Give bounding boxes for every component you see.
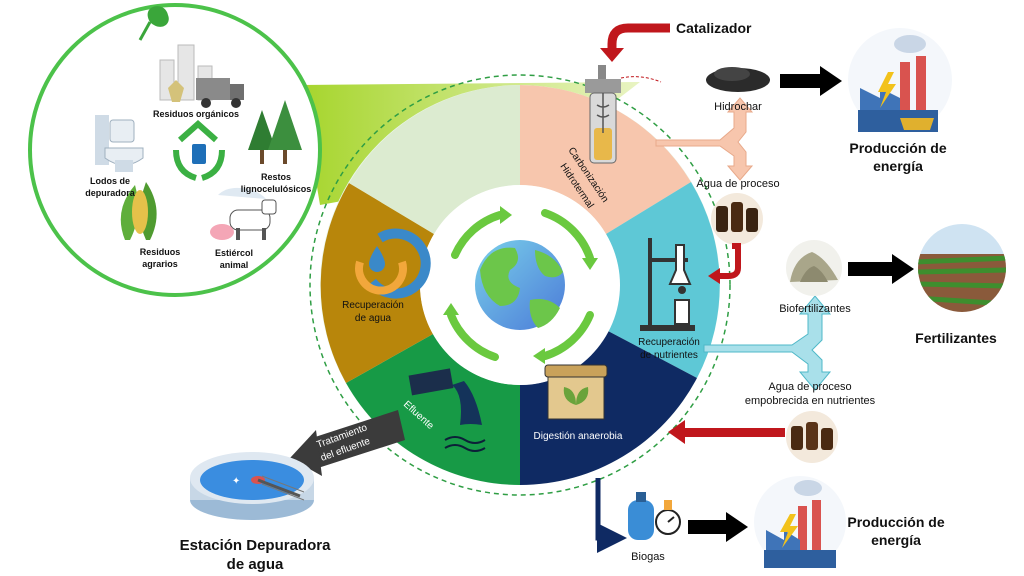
sludge-label-1: Lodos de — [90, 176, 130, 186]
catalyst-arrow — [607, 23, 670, 50]
depleted-water-label-1: Agua de proceso — [768, 381, 851, 393]
earth-icon — [475, 240, 565, 330]
digester-icon — [544, 364, 608, 420]
biofertilizer-icon — [786, 240, 842, 296]
reactor-icon — [585, 65, 662, 164]
hydrochar-energy-arrow-head-icon — [820, 66, 842, 96]
agro-label-1: Residuos — [140, 247, 181, 257]
leaf-stem-icon — [138, 21, 152, 41]
energy-top-label-2: energía — [873, 158, 923, 174]
energy-bottom-label-2: energía — [871, 532, 921, 548]
wwtp-icon: ✦ — [190, 452, 314, 520]
fertilizer-arrow-head-icon — [892, 254, 914, 284]
biogas-energy-arrow — [688, 520, 726, 534]
catalyst-arrow-head-icon — [600, 48, 624, 62]
lignocellulosic-label-2: lignocelulósicos — [241, 184, 312, 194]
depleted-water-bottles-icon — [786, 411, 838, 463]
nutrients-split-arrow — [703, 295, 832, 391]
fertilizer-arrow — [848, 262, 892, 276]
process-water-bottles-icon — [711, 193, 763, 245]
depleted-water-arrow-head-icon — [668, 420, 685, 444]
arrow-head-icon — [533, 348, 545, 364]
arrow-head-icon — [443, 303, 459, 315]
biogas-tank-icon — [628, 492, 681, 540]
factory-icon-bottom — [754, 476, 846, 568]
effluent-treatment-arrow — [312, 410, 405, 468]
biogas-energy-arrow-head-icon — [726, 512, 748, 542]
fertilizers-label: Fertilizantes — [915, 330, 997, 346]
hydrochar-label: Hidrochar — [714, 101, 762, 113]
wwtp-label-2: de agua — [227, 556, 284, 573]
anaerobic-sector — [520, 331, 697, 485]
nutrients-label-1: Recuperación — [638, 337, 700, 348]
recycle-icon — [173, 119, 225, 181]
effluent-pipe-icon — [408, 368, 486, 452]
manure-label-1: Estiércol — [215, 248, 253, 258]
livestock-icon — [210, 187, 277, 240]
process-water-return-arrow-head-icon — [708, 268, 720, 284]
process-water-label: Agua de proceso — [696, 178, 779, 190]
dashed-ring — [309, 74, 731, 496]
toilet-icon — [95, 115, 144, 172]
lab-stand-icon — [640, 238, 695, 331]
depleted-water-label-2: empobrecida en nutrientes — [745, 395, 876, 407]
catalyst-label: Catalizador — [676, 20, 752, 36]
corn-icon — [120, 182, 157, 240]
trees-icon — [248, 100, 302, 164]
cycle-arrows-icon — [447, 209, 594, 361]
energy-top-label-1: Producción de — [849, 140, 946, 156]
process-water-return-arrow — [718, 243, 741, 279]
biofertilizers-label: Biofertilizantes — [779, 303, 851, 315]
hydrochar-icon — [706, 67, 770, 92]
arrow-head-icon — [500, 206, 512, 224]
biogas-arrow — [595, 478, 627, 553]
svg-text:✦: ✦ — [232, 476, 240, 487]
effluent-treatment-arrow-head-icon — [290, 430, 322, 476]
leaf-icon — [147, 6, 169, 27]
sludge-label-2: depuradora — [85, 188, 136, 198]
feedstock-circle: Residuos orgánicos Lodos de depuradora R… — [28, 3, 322, 297]
cycle-ring: Carbonización Hidrotermal Recuperación d… — [309, 65, 731, 496]
depleted-water-arrow — [685, 428, 785, 437]
lignocellulosic-label-1: Restos — [261, 172, 291, 182]
water-label-2: de agua — [355, 313, 392, 324]
biogas-label: Biogas — [631, 551, 665, 563]
arrow-head-icon — [582, 258, 598, 270]
water-recovery-icon — [355, 228, 431, 299]
effluent-sector — [346, 334, 520, 485]
anaerobic-label: Digestión anaerobia — [534, 431, 623, 442]
organic-waste-label: Residuos orgánicos — [153, 109, 239, 119]
wedge-sector — [349, 85, 520, 234]
hydrochar-energy-arrow — [780, 74, 820, 88]
factory-icon-top — [848, 28, 952, 132]
garbage-truck-icon — [159, 44, 244, 108]
htc-split-arrow — [655, 97, 754, 181]
nutrients-label-2: de nutrientes — [640, 350, 698, 361]
wwtp-label-1: Estación Depuradora — [180, 537, 332, 554]
manure-label-2: animal — [220, 260, 249, 270]
agro-label-2: agrarios — [142, 259, 178, 269]
water-label-1: Recuperación — [342, 300, 404, 311]
crop-field-icon — [918, 224, 1006, 312]
energy-bottom-label-1: Producción de — [847, 514, 944, 530]
